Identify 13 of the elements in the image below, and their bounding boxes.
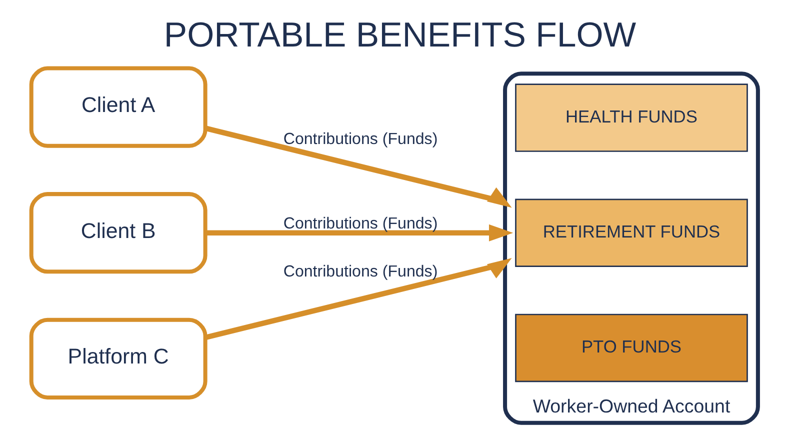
arrow (205, 126, 512, 208)
diagram-title: PORTABLE BENEFITS FLOW (164, 16, 636, 55)
edge-label: Contributions (Funds) (283, 262, 438, 280)
node-box: RETIREMENT FUNDS (515, 198, 748, 267)
node-box: Platform C (29, 318, 208, 400)
edge-label: Contributions (Funds) (283, 214, 438, 232)
node-box: Client B (29, 192, 208, 274)
node-box: HEALTH FUNDS (515, 84, 748, 152)
node-box: Client A (29, 66, 208, 148)
arrow (206, 224, 514, 242)
edge-label: Contributions (Funds) (283, 130, 438, 148)
arrow (205, 258, 512, 340)
node-box: PTO FUNDS (515, 314, 748, 382)
